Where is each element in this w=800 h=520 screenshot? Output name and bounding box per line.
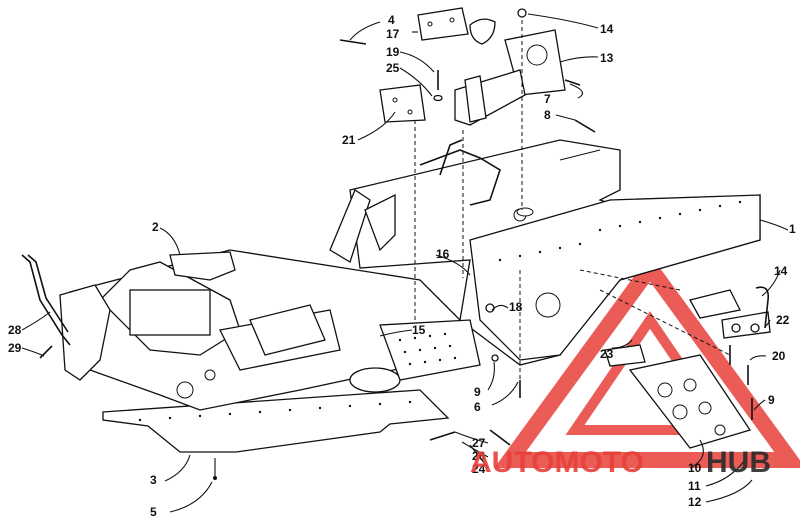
callout-15: 15: [412, 323, 426, 337]
callout-10: 10: [688, 461, 702, 475]
callout-17: 17: [386, 27, 400, 41]
bracket-plate-17: [417, 7, 469, 41]
callout-21: 21: [342, 133, 356, 147]
watermark-brand-left: AUTOMOTO: [470, 446, 644, 479]
watermark-text: AUTOMOTO HUB: [470, 446, 771, 479]
callout-9b: 9: [768, 393, 775, 407]
callout-11: 11: [688, 479, 701, 493]
footrest-bracket: [689, 286, 771, 339]
front-frame: [59, 189, 481, 411]
watermark-brand-right: HUB: [706, 446, 771, 479]
rear-support-plate: [604, 344, 752, 449]
callout-4: 4: [388, 13, 395, 27]
front-bumper: [21, 254, 71, 346]
callout-12: 12: [688, 495, 702, 509]
callout-22: 22: [776, 313, 790, 327]
callout-25: 25: [386, 61, 400, 75]
callout-2: 2: [152, 220, 159, 234]
callout-20: 20: [772, 349, 786, 363]
callout-23: 23: [600, 347, 614, 361]
callout-27: 27: [472, 436, 486, 450]
callout-labels: 1 2 3 4 5 6 7 8 9 9 10 11 12 13 14 14 15…: [8, 13, 796, 519]
callout-9a: 9: [474, 385, 481, 399]
alignment-lines: [414, 20, 731, 390]
steering-bracket-plate: [379, 84, 426, 123]
leader-lines: [21, 13, 789, 513]
callout-7: 7: [544, 92, 551, 106]
callout-24: 24: [472, 462, 486, 476]
callout-19: 19: [386, 45, 400, 59]
callout-16: 16: [436, 247, 450, 261]
callout-14b: 14: [774, 264, 788, 278]
callout-5: 5: [150, 505, 157, 519]
hardware: [39, 8, 760, 446]
callout-14a: 14: [600, 22, 614, 36]
belly-pan: [102, 389, 450, 480]
callout-13: 13: [600, 51, 614, 65]
callout-1: 1: [789, 222, 796, 236]
callout-6: 6: [474, 400, 481, 414]
callout-29: 29: [8, 341, 22, 355]
callout-26: 26: [472, 449, 486, 463]
callout-3: 3: [150, 473, 157, 487]
steering-support: [454, 29, 566, 126]
callout-18: 18: [509, 300, 523, 314]
gasket-piece: [469, 18, 496, 45]
callout-8: 8: [544, 108, 551, 122]
callout-28: 28: [8, 323, 22, 337]
